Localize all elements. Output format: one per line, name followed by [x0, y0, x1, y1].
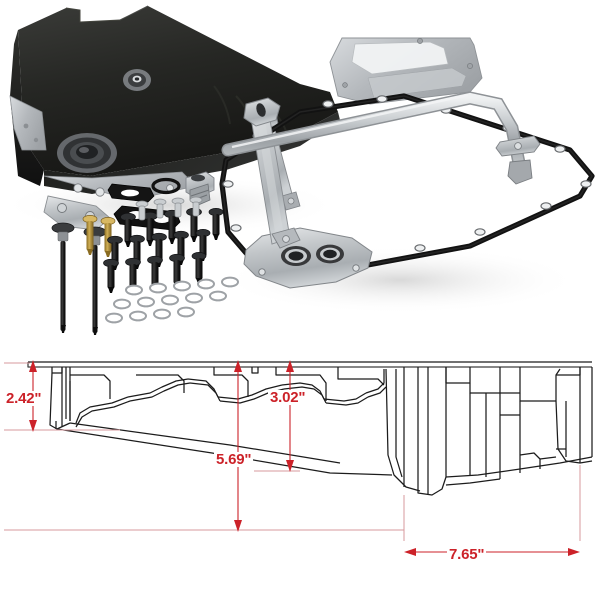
rear-seal-bore	[57, 133, 117, 173]
dimension-label-3-02: 3.02"	[268, 389, 308, 406]
dimension-label-2-42: 2.42"	[4, 390, 44, 407]
long-bolt-left	[51, 222, 75, 333]
drain-plug	[185, 171, 215, 207]
silver-bolt-row	[135, 196, 203, 221]
hardware-set	[51, 196, 239, 335]
windage-tray	[329, 37, 483, 105]
rear-main-cover	[243, 227, 373, 289]
oil-pickup-tube	[221, 91, 541, 185]
dimension-label-5-69: 5.69"	[214, 451, 254, 468]
dimension-annotations	[4, 360, 581, 556]
dimension-5-69	[234, 360, 242, 532]
pan-left-flange	[9, 95, 47, 151]
product-photo	[0, 5, 595, 335]
dimension-3-02	[286, 360, 294, 472]
oil-pan-outline	[27, 361, 593, 496]
o-ring-large	[151, 177, 181, 195]
gold-bolt-2	[100, 217, 116, 257]
dimension-label-7-65: 7.65"	[447, 546, 487, 563]
pan-boss-hole	[123, 69, 151, 91]
dimension-7-65	[404, 548, 580, 556]
dimension-drawing	[0, 345, 600, 600]
gold-bolt-1	[82, 215, 98, 255]
bolt-row-1	[120, 207, 224, 247]
washer-set	[105, 276, 239, 324]
